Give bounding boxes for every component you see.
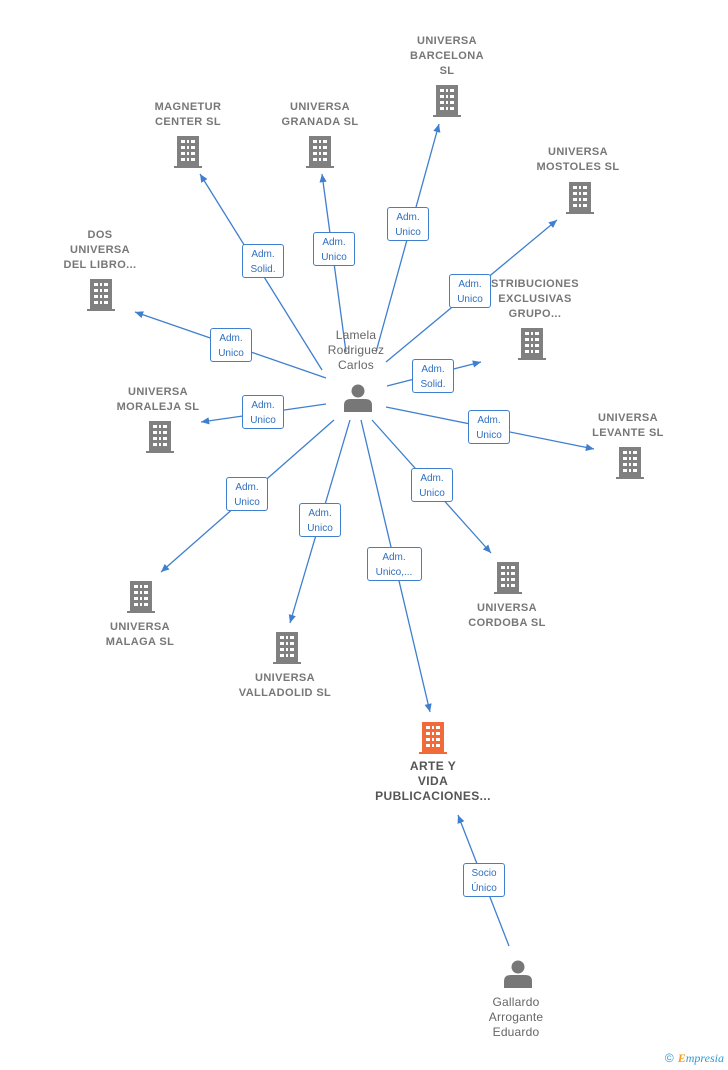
edge-label-lamela-levante[interactable]: Adm. Unico [468,410,510,444]
building-icon-barcelona[interactable] [433,85,461,117]
building-icon-valladolid[interactable] [273,632,301,664]
node-label-levante[interactable]: UNIVERSA LEVANTE SL [592,412,664,439]
building-icon-dosuniversa[interactable] [87,279,115,311]
building-icon-granada[interactable] [306,136,334,168]
building-icon-magnetur[interactable] [174,136,202,168]
building-icon-cordoba[interactable] [494,562,522,594]
edge-label-lamela-dosuniversa[interactable]: Adm. Unico [210,328,252,362]
node-label-magnetur[interactable]: MAGNETUR CENTER SL [154,101,222,128]
node-label-arte[interactable]: ARTE Y VIDA PUBLICACIONES... [375,759,491,803]
node-label-valladolid[interactable]: UNIVERSA VALLADOLID SL [238,672,332,699]
building-icon-moraleja[interactable] [146,421,174,453]
edge-label-lamela-arte[interactable]: Adm. Unico,... [366,547,422,581]
edge-label-lamela-moraleja[interactable]: Adm. Unico [242,395,284,429]
node-label-barcelona[interactable]: UNIVERSA BARCELONA SL [410,35,484,77]
edge-label-lamela-granada[interactable]: Adm. Unico [313,232,355,266]
node-label-granada[interactable]: UNIVERSA GRANADA SL [281,101,359,128]
node-label-cordoba[interactable]: UNIVERSA CORDOBA SL [468,602,546,629]
edge-label-lamela-mostoles[interactable]: Adm. Unico [449,274,491,308]
node-label-distribuciones[interactable]: STRIBUCIONES EXCLUSIVAS GRUPO... [491,278,579,320]
brand-initial: E [677,1051,686,1065]
building-icon-distribuciones[interactable] [518,328,546,360]
building-icon-malaga[interactable] [127,581,155,613]
edge-label-lamela-magnetur[interactable]: Adm. Solid. [242,244,284,278]
person-icon-gallardo[interactable] [504,960,532,989]
node-label-lamela[interactable]: Lamela Rodriguez Carlos [327,328,385,372]
brand-name: mpresia [685,1051,724,1065]
person-icon-lamela[interactable] [344,384,372,413]
node-label-moraleja[interactable]: UNIVERSA MORALEJA SL [116,386,200,413]
edge-label-gallardo-arte[interactable]: Socio Único [463,863,505,897]
edge-label-lamela-barcelona[interactable]: Adm. Unico [387,207,429,241]
node-label-gallardo[interactable]: Gallardo Arrogante Eduardo [488,995,544,1039]
copyright-symbol: © [664,1051,674,1065]
building-icon-levante[interactable] [616,447,644,479]
node-label-dosuniversa[interactable]: DOS UNIVERSA DEL LIBRO... [63,229,137,271]
empresia-watermark: ©Empresia [665,1051,724,1066]
edge-label-lamela-distribuciones[interactable]: Adm. Solid. [412,359,454,393]
edge-label-lamela-malaga[interactable]: Adm. Unico [226,477,268,511]
edge-label-lamela-cordoba[interactable]: Adm. Unico [411,468,453,502]
edge-label-lamela-valladolid[interactable]: Adm. Unico [299,503,341,537]
node-label-malaga[interactable]: UNIVERSA MALAGA SL [105,621,175,648]
node-label-mostoles[interactable]: UNIVERSA MOSTOLES SL [536,146,620,173]
building-icon-mostoles[interactable] [566,182,594,214]
building-icon-arte[interactable] [419,722,447,754]
